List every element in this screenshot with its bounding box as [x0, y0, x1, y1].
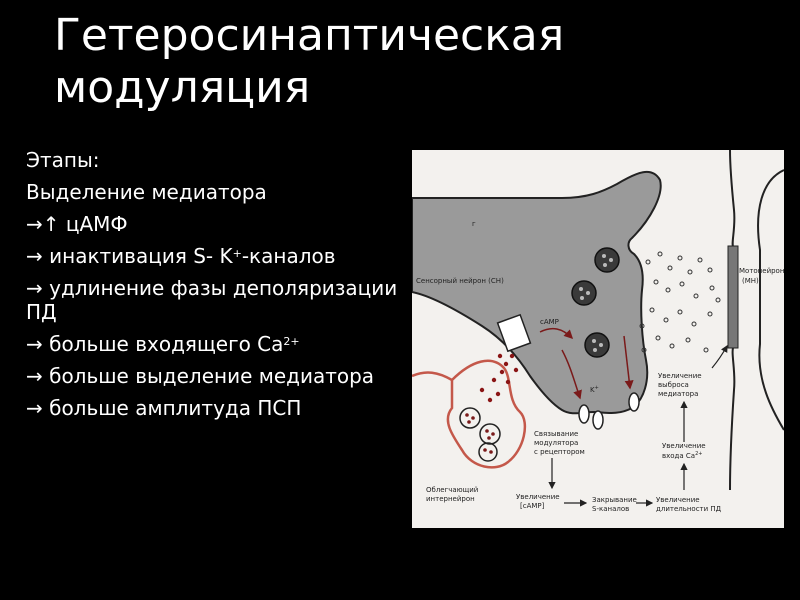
synapse-diagram: г Сенсорный нейрон (СН) Мотонейрон (МН) … [412, 150, 784, 528]
label-motoneuron-1: Мотонейрон [739, 267, 784, 275]
label-binding-2: модулятора [534, 439, 578, 447]
s-k-channel [578, 404, 590, 424]
label-increase-ca-1: Увеличение [662, 442, 706, 450]
receptor-box [496, 313, 532, 353]
slide-title-line-1: Гетеросинаптическая [54, 10, 565, 61]
synaptic-vesicles [571, 247, 620, 358]
label-closing-1: Закрывание [592, 496, 637, 504]
motoneuron-membrane [727, 245, 739, 349]
stage-ca-superscript: 2+ [283, 335, 300, 348]
label-increase-camp-2: [cAMP] [520, 502, 545, 510]
ca-channel [628, 392, 640, 412]
stage-mediator-release: Выделение медиатора [26, 180, 267, 204]
modulator-particles [479, 353, 519, 403]
stage-k-text-end: -каналов [241, 244, 336, 268]
label-increase-release-1: Увеличение [658, 372, 702, 380]
label-closing-2: S-каналов [592, 505, 629, 513]
stage-camp-increase: →↑ цАМФ [26, 212, 128, 236]
label-binding-3: с рецептором [534, 448, 585, 456]
stage-depolarization-lengthening: → удлинение фазы деполяризации ПД [26, 276, 398, 324]
label-increase-ca-2: входа Ca2+ [662, 451, 702, 460]
label-g: г [472, 220, 476, 228]
label-k-ion: K+ [590, 385, 599, 394]
label-facilitating-2: интернейрон [426, 495, 475, 503]
released-mediator [639, 251, 721, 353]
label-duration-1: Увеличение [656, 496, 700, 504]
slide-title-line-2: модуляция [54, 62, 311, 113]
label-camp: cAMP [540, 318, 559, 326]
stages-heading: Этапы: [26, 148, 100, 172]
label-duration-2: длительности ПД [656, 505, 722, 513]
stages-list: Этапы: Выделение медиатора →↑ цАМФ → ина… [26, 148, 406, 428]
label-increase-release-2: выброса [658, 381, 689, 389]
stage-calcium-influx: → больше входящего Са2+ [26, 332, 406, 356]
stage-psp-amplitude: → больше амплитуда ПСП [26, 396, 302, 420]
label-facilitating-1: Облегчающий [426, 486, 478, 494]
stage-k-superscript: + [232, 247, 242, 260]
synapse-diagram-svg: г Сенсорный нейрон (СН) Мотонейрон (МН) … [412, 150, 784, 513]
label-increase-camp-1: Увеличение [516, 493, 560, 501]
label-motoneuron-2: (МН) [742, 277, 759, 285]
label-binding-1: Связывание [534, 430, 578, 438]
stage-k-channel-inactivation: → инактивация S- K+-каналов [26, 244, 406, 268]
facilitating-interneuron [446, 359, 527, 469]
label-sensory-neuron: Сенсорный нейрон (СН) [416, 277, 504, 285]
stage-ca-text: → больше входящего Са [26, 332, 284, 356]
stage-more-mediator: → больше выделение медиатора [26, 364, 375, 388]
label-increase-release-3: медиатора [658, 390, 698, 398]
stage-k-text: → инактивация S- K [26, 244, 233, 268]
slide-title: Гетеросинаптическая модуляция [54, 10, 774, 114]
sensory-neuron-terminal [412, 170, 662, 415]
